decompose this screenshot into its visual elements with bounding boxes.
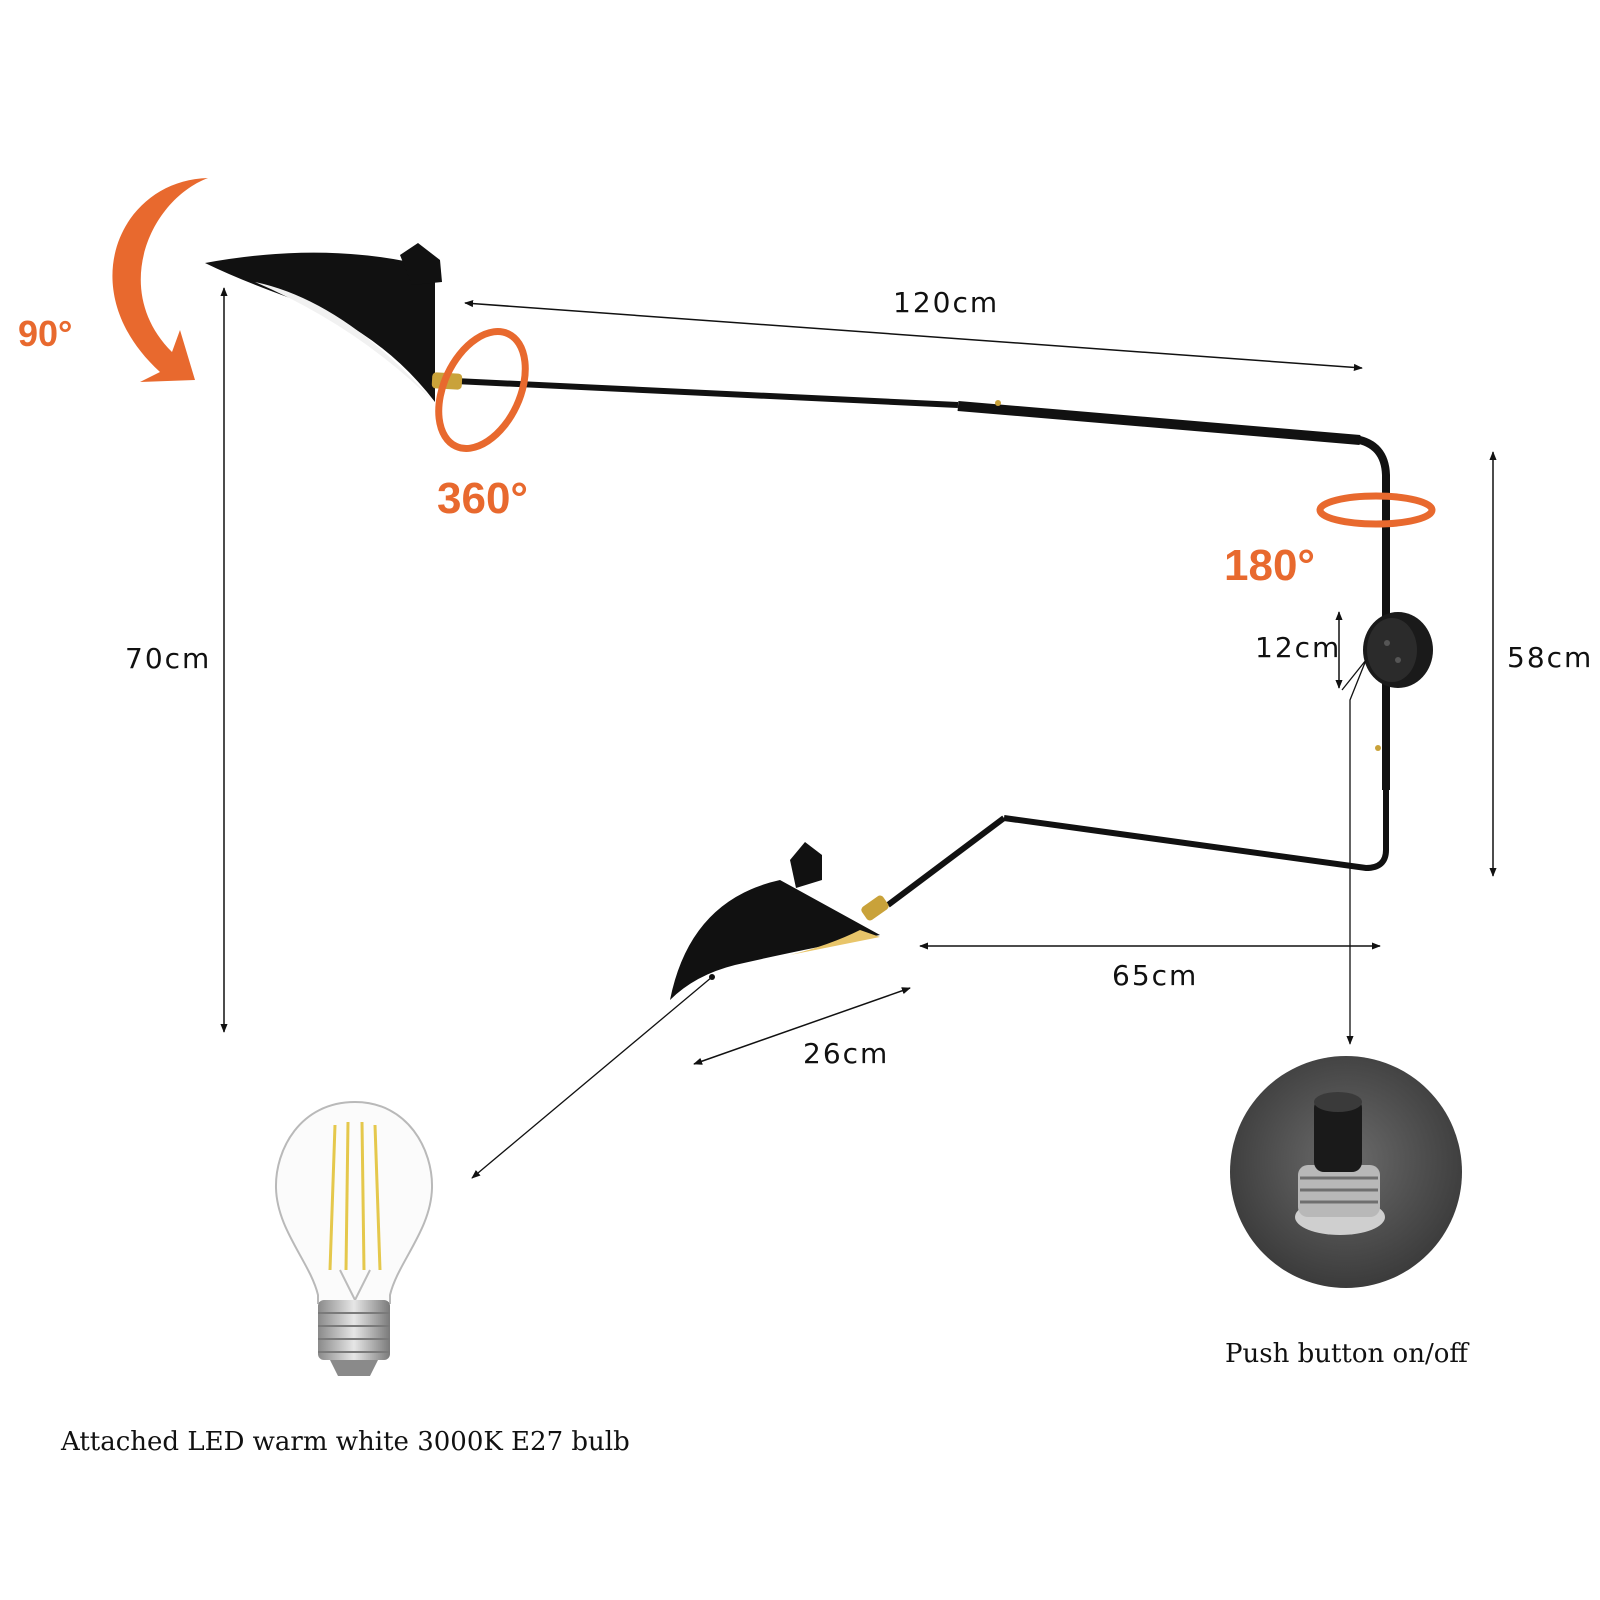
swivel-ring-icon bbox=[1316, 492, 1436, 528]
shade-tilt-label: 90° bbox=[18, 313, 72, 354]
switch-callout-line bbox=[1346, 659, 1367, 1045]
led-bulb-icon bbox=[274, 1100, 434, 1376]
shade-length-dimension bbox=[693, 987, 911, 1065]
lower-arm-label: 65cm bbox=[1112, 959, 1198, 992]
lower-lamp-shade bbox=[670, 842, 889, 1000]
wall-backplate bbox=[1363, 612, 1433, 688]
backplate-height-label: 12cm bbox=[1255, 631, 1341, 664]
tilt-arrow-icon bbox=[112, 178, 208, 382]
upper-lamp-shade bbox=[205, 243, 463, 402]
arm-length-dimension bbox=[464, 299, 1363, 372]
mount-height-label: 58cm bbox=[1507, 641, 1593, 674]
mount-swivel-label: 180° bbox=[1224, 541, 1315, 590]
bulb-callout-line bbox=[471, 976, 713, 1179]
push-button-switch-icon bbox=[1230, 1056, 1462, 1288]
switch-caption: Push button on/off bbox=[1225, 1339, 1470, 1369]
total-height-label: 70cm bbox=[125, 642, 211, 675]
spin-ring-icon bbox=[435, 328, 529, 452]
shade-length-label: 26cm bbox=[803, 1037, 889, 1070]
lamp-arm-upper bbox=[454, 378, 1390, 610]
arm-spin-label: 360° bbox=[437, 474, 528, 523]
bulb-caption: Attached LED warm white 3000K E27 bulb bbox=[60, 1427, 630, 1457]
arm-length-label: 120cm bbox=[893, 286, 999, 319]
